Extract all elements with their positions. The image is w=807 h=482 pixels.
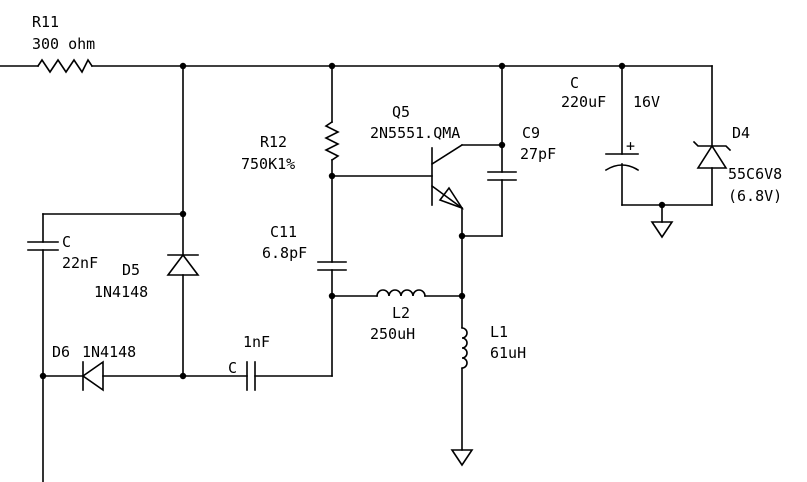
resistor-r11 bbox=[36, 58, 94, 74]
r11-ref: R11 bbox=[32, 13, 59, 31]
d6-value: 1N4148 bbox=[82, 343, 136, 361]
c9-ref: C9 bbox=[522, 124, 540, 142]
d5-ref: D5 bbox=[122, 261, 140, 279]
zener-d4 bbox=[692, 65, 732, 206]
capacitor-c-1nf bbox=[246, 361, 333, 391]
c1n-value: 1nF bbox=[243, 333, 270, 351]
d4-value: 55C6V8 bbox=[728, 165, 782, 183]
r11-value: 300 ohm bbox=[32, 35, 95, 53]
l2-ref: L2 bbox=[392, 304, 410, 322]
q5-ref: Q5 bbox=[392, 103, 410, 121]
ground-symbol-l1 bbox=[450, 449, 474, 467]
ground-symbol-supply bbox=[650, 204, 674, 239]
l1-ref: L1 bbox=[490, 323, 508, 341]
c220-value: 220uF bbox=[561, 93, 606, 111]
capacitor-c-22nf bbox=[27, 213, 59, 482]
r12-value: 750K1% bbox=[241, 155, 295, 173]
d5-value: 1N4148 bbox=[94, 283, 148, 301]
c220-rating: 16V bbox=[633, 93, 660, 111]
inductor-l2 bbox=[331, 289, 463, 297]
d4-ref: D4 bbox=[732, 124, 750, 142]
c1n-ref: C bbox=[228, 359, 237, 377]
c11-value: 6.8pF bbox=[262, 244, 307, 262]
c11-ref: C11 bbox=[270, 223, 297, 241]
polarity-plus: + bbox=[626, 137, 635, 155]
inductor-l1 bbox=[460, 327, 468, 369]
capacitor-c-220uf bbox=[604, 65, 713, 206]
l1-value: 61uH bbox=[490, 344, 526, 362]
r12-ref: R12 bbox=[260, 133, 287, 151]
q5-value: 2N5551.QMA bbox=[370, 124, 460, 142]
d4-note: (6.8V) bbox=[728, 187, 782, 205]
capacitor-c9 bbox=[461, 65, 517, 237]
c22-value: 22nF bbox=[62, 254, 98, 272]
c220-ref: C bbox=[570, 74, 579, 92]
d6-ref: D6 bbox=[52, 343, 70, 361]
l2-value: 250uH bbox=[370, 325, 415, 343]
junction-dots bbox=[39, 62, 666, 380]
c9-value: 27pF bbox=[520, 145, 556, 163]
d6-branch bbox=[42, 360, 248, 392]
d5-branch bbox=[42, 65, 200, 377]
transistor-q5 bbox=[430, 143, 503, 451]
c22-ref: C bbox=[62, 233, 71, 251]
